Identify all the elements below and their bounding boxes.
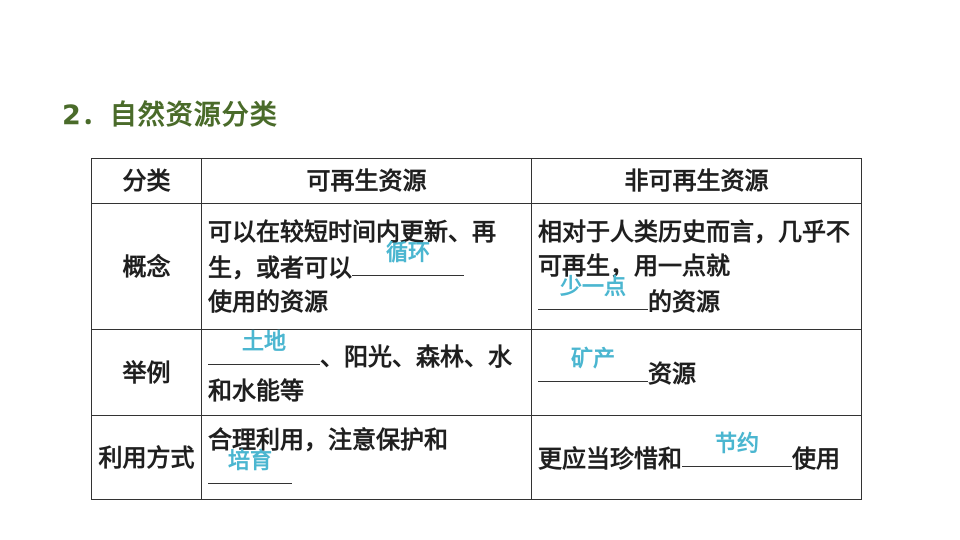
row-label-example: 举例: [91, 329, 202, 416]
concept-nonrenewable-cell: 相对于人类历史而言，几乎不可再生，用一点就少一点的资源: [531, 203, 862, 330]
row-label-usage: 利用方式: [91, 415, 202, 500]
example-nonrenewable-text: 资源: [648, 359, 696, 388]
table-row-example: 举例 土地、阳光、森林、水和水能等 矿产资源: [91, 329, 862, 416]
answer-text: 矿产: [570, 346, 616, 372]
answer-blank: 矿产: [538, 347, 648, 382]
concept-nonrenewable-text: 相对于人类历史而言，几乎不可再生，用一点就: [538, 217, 850, 280]
row-label-concept: 概念: [91, 203, 202, 330]
concept-renewable-text-end: 使用的资源: [208, 287, 328, 316]
resource-classification-table: 分类 可再生资源 非可再生资源 概念 可以在较短时间内更新、再生，或者可以循环使…: [91, 158, 862, 500]
answer-blank: 循环: [352, 241, 464, 276]
usage-nonrenewable-text: 更应当珍惜和: [538, 444, 682, 473]
answer-blank: 少一点: [538, 275, 648, 310]
header-renewable: 可再生资源: [201, 158, 532, 204]
example-renewable-cell: 土地、阳光、森林、水和水能等: [201, 329, 532, 416]
answer-blank: 土地: [208, 330, 320, 365]
section-heading: 2．自然资源分类: [62, 100, 278, 131]
example-nonrenewable-cell: 矿产资源: [531, 329, 862, 416]
usage-nonrenewable-cell: 更应当珍惜和 节约使用: [531, 415, 862, 500]
usage-nonrenewable-text-end: 使用: [792, 444, 840, 473]
answer-text: 少一点: [559, 274, 627, 300]
answer-blank: 培育: [208, 449, 292, 484]
concept-nonrenewable-text-end: 的资源: [648, 287, 720, 316]
answer-text: 培育: [227, 448, 273, 474]
concept-renewable-text: 可以在较短时间内更新、再生，或者可以: [208, 217, 496, 282]
usage-renewable-text: 合理利用，注意保护和: [208, 425, 448, 454]
answer-blank: 节约: [682, 432, 792, 467]
usage-renewable-cell: 合理利用，注意保护和培育: [201, 415, 532, 500]
header-nonrenewable: 非可再生资源: [531, 158, 862, 204]
example-renewable-text: 、阳光、森林、水和水能等: [208, 342, 512, 405]
header-category: 分类: [91, 158, 202, 204]
table-header-row: 分类 可再生资源 非可再生资源: [91, 158, 862, 204]
concept-renewable-cell: 可以在较短时间内更新、再生，或者可以循环使用的资源: [201, 203, 532, 330]
answer-text: 节约: [714, 431, 760, 457]
table-row-concept: 概念 可以在较短时间内更新、再生，或者可以循环使用的资源 相对于人类历史而言，几…: [91, 203, 862, 330]
answer-text: 循环: [385, 240, 431, 266]
answer-text: 土地: [241, 329, 287, 355]
table-row-usage: 利用方式 合理利用，注意保护和培育 更应当珍惜和 节约使用: [91, 415, 862, 500]
